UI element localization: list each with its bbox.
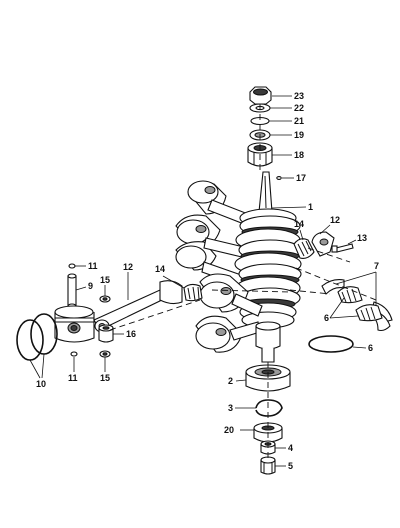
callout-14-left: 14 <box>155 264 165 274</box>
callout-12-right: 12 <box>330 215 340 225</box>
part-needle-bearings-6 <box>337 286 383 322</box>
callout-13: 13 <box>357 233 367 243</box>
part-washer-15-top <box>99 295 111 303</box>
part-retainer-11-top <box>68 263 76 269</box>
callout-22: 22 <box>294 103 304 113</box>
callout-15-top: 15 <box>100 275 110 285</box>
callout-9: 9 <box>88 281 93 291</box>
callout-12-left: 12 <box>123 262 133 272</box>
callout-11-top: 11 <box>88 261 98 271</box>
part-connecting-rod-12-left <box>93 280 183 333</box>
part-needle-bearing-14-right <box>293 238 315 259</box>
callout-11-bottom: 11 <box>68 373 78 383</box>
callout-1: 1 <box>308 202 313 212</box>
callout-21: 21 <box>294 116 304 126</box>
part-retainer-11-bottom <box>70 351 78 357</box>
callout-5: 5 <box>288 461 293 471</box>
callout-2: 2 <box>228 376 233 386</box>
callout-10: 10 <box>36 379 46 389</box>
part-snap-ring-3 <box>255 399 283 417</box>
part-needle-bearing-16 <box>98 324 114 343</box>
part-rod-cap-12-right <box>311 231 335 257</box>
callout-7: 7 <box>374 261 379 271</box>
callout-6-lower: 6 <box>368 343 373 353</box>
part-bolt-13 <box>331 243 354 253</box>
part-piston-rings-10 <box>16 313 58 361</box>
crankshaft-assembly <box>175 171 302 363</box>
part-piston-left <box>54 305 95 343</box>
callout-23: 23 <box>294 91 304 101</box>
callout-19: 19 <box>294 130 304 140</box>
callout-20: 20 <box>224 425 234 435</box>
callout-labels: 23 22 21 19 18 17 1 12 14 13 7 6 6 11 9 … <box>36 91 379 471</box>
callout-16: 16 <box>126 329 136 339</box>
part-bearing-18 <box>247 142 273 167</box>
callout-4: 4 <box>288 443 293 453</box>
part-key-17 <box>276 176 282 180</box>
callout-14-right: 14 <box>294 219 304 229</box>
part-nut-23 <box>249 86 272 105</box>
callout-15-bottom: 15 <box>100 373 110 383</box>
part-bushing-5 <box>260 456 276 475</box>
callout-3: 3 <box>228 403 233 413</box>
leader-lines <box>29 95 377 467</box>
callout-18: 18 <box>294 150 304 160</box>
callout-6-upper: 6 <box>324 313 329 323</box>
part-retaining-ring-6 <box>308 335 354 353</box>
part-piston-pin-9 <box>67 273 77 309</box>
part-washer-15-bottom <box>99 350 111 358</box>
callout-17: 17 <box>296 173 306 183</box>
part-needle-bearing-14-left <box>183 283 203 302</box>
